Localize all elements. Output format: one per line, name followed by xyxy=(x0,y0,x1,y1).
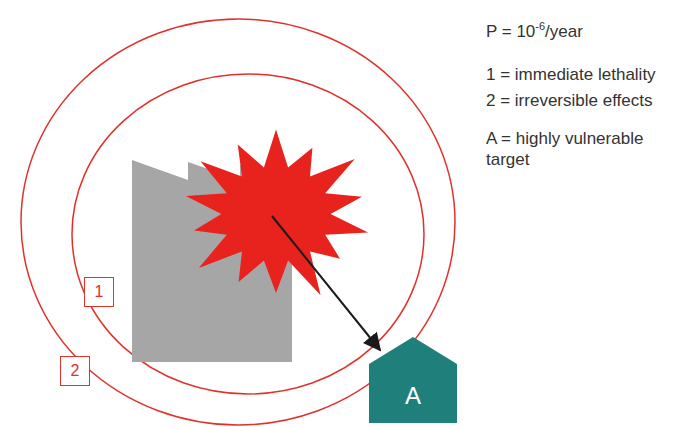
house-shape xyxy=(369,337,457,423)
zone-number: 2 xyxy=(60,356,90,386)
key-line: 2 = irreversible effects xyxy=(486,90,652,111)
effect-arrow xyxy=(272,216,380,350)
key-entry: 1 = immediate lethality xyxy=(486,65,656,84)
key-entry: A = highly vulnerable target xyxy=(486,129,643,169)
key-line: P = 10-6/year xyxy=(486,16,583,42)
zone-number-text: 2 xyxy=(71,362,80,380)
house-shape xyxy=(368,336,458,424)
zone-number-text: 1 xyxy=(95,283,104,301)
explosion xyxy=(186,129,368,295)
target-letter: A xyxy=(405,382,421,424)
lethality-zone xyxy=(72,74,424,394)
probability-text: /year xyxy=(545,22,583,41)
probability-exponent: -6 xyxy=(535,20,545,32)
vulnerable-target: A xyxy=(368,336,458,424)
zone-number: 1 xyxy=(84,277,114,307)
key-line: A = highly vulnerable target xyxy=(486,128,668,170)
key-entry: 2 = irreversible effects xyxy=(486,91,652,110)
key-line: 1 = immediate lethality xyxy=(486,64,656,85)
probability-text: P = 10 xyxy=(486,22,535,41)
